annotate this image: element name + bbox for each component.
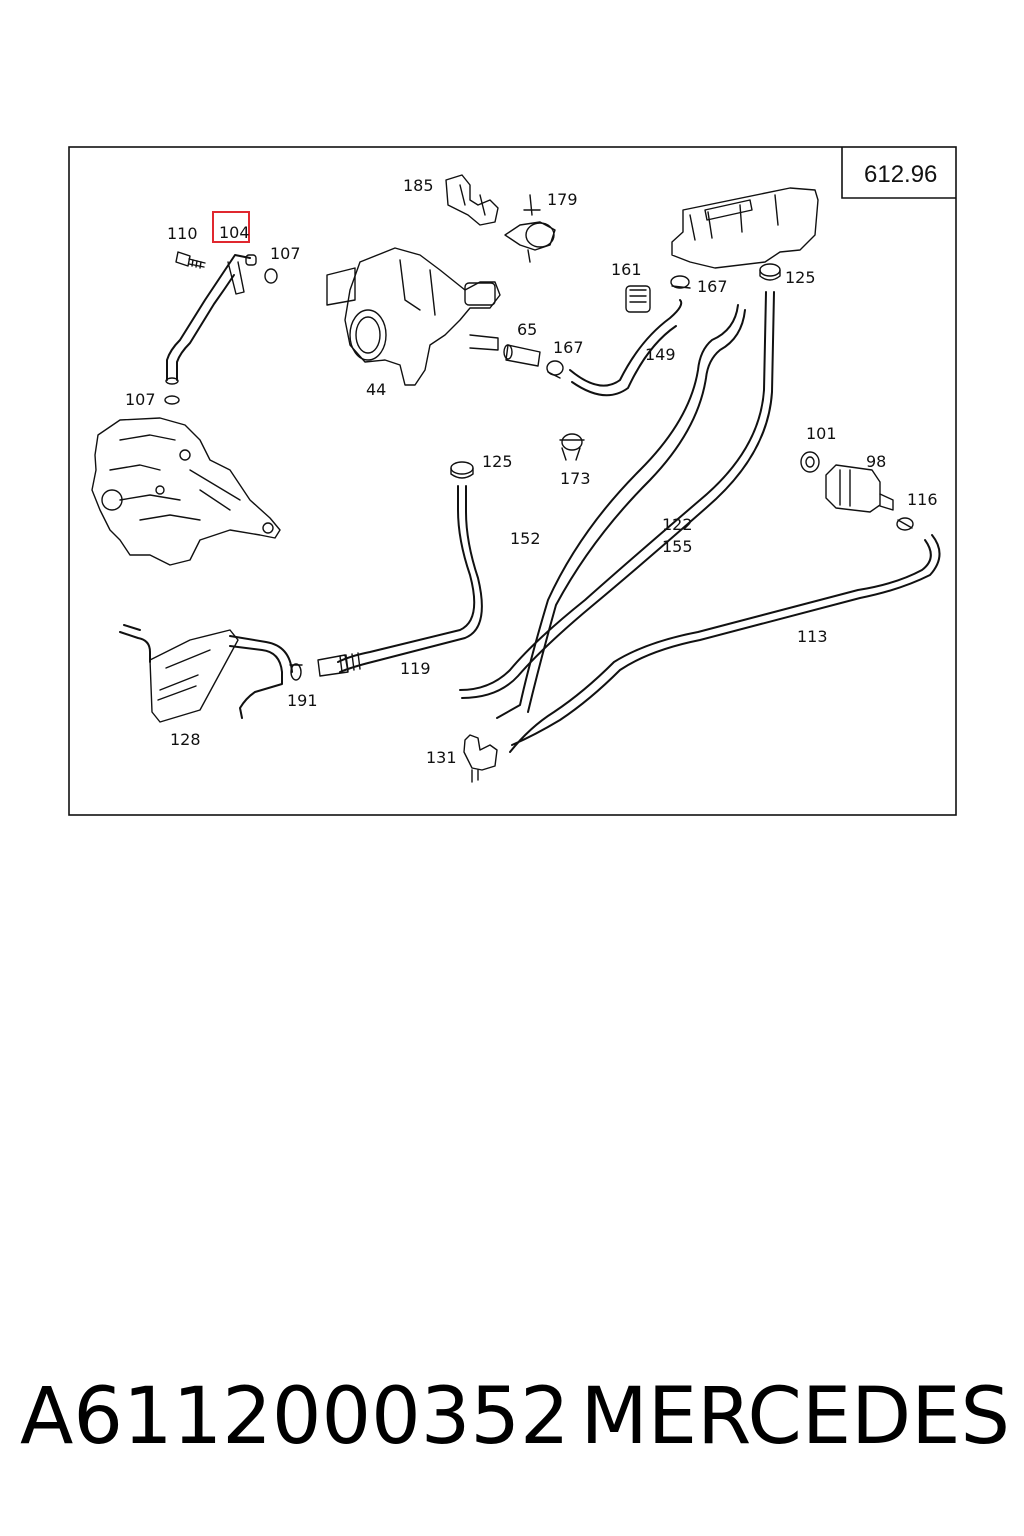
callout-107-bottom: 107 (125, 390, 156, 409)
callout-101: 101 (806, 424, 837, 443)
part-185-clip[interactable] (445, 174, 499, 226)
part-number: A6112000352 (20, 1372, 570, 1462)
part-65-connector[interactable] (503, 344, 541, 367)
callout-152: 152 (510, 529, 541, 548)
reference-number: 612.96 (864, 161, 937, 188)
callout-65: 65 (517, 320, 537, 339)
callout-167-right: 167 (697, 277, 728, 296)
callout-185: 185 (403, 176, 434, 195)
callout-149: 149 (645, 345, 676, 364)
part-122-155-hose[interactable] (496, 304, 746, 719)
highlight-box (212, 211, 250, 243)
radiator-tank (671, 187, 819, 269)
part-149-hose[interactable] (569, 299, 683, 397)
part-110-bolt[interactable] (175, 251, 206, 269)
part-107-washer-bottom[interactable] (164, 395, 180, 405)
part-173-clip[interactable] (559, 433, 585, 461)
part-179-valve[interactable] (504, 194, 556, 263)
callout-110: 110 (167, 224, 198, 243)
part-167-clamp-left[interactable] (546, 360, 564, 379)
callout-173: 173 (560, 469, 591, 488)
callout-113: 113 (797, 627, 828, 646)
caption: A6112000352 MERCEDES (20, 1372, 1010, 1472)
part-167-clamp-right[interactable] (670, 275, 691, 289)
brand-name: MERCEDES (580, 1372, 1011, 1462)
callout-161: 161 (611, 260, 642, 279)
callout-116: 116 (907, 490, 938, 509)
callout-98: 98 (866, 452, 886, 471)
part-128-cooler[interactable] (119, 624, 293, 723)
part-116-clamp[interactable] (896, 517, 914, 531)
parts-diagram: 612.96 (68, 146, 957, 816)
callout-179: 179 (547, 190, 578, 209)
part-44-housing[interactable] (326, 247, 501, 386)
engine-block (91, 417, 281, 566)
callout-155: 155 (662, 537, 693, 556)
part-119-hose[interactable] (317, 485, 483, 677)
callout-125-top: 125 (785, 268, 816, 287)
callout-131: 131 (426, 748, 457, 767)
reference-box (841, 147, 956, 199)
callout-167-left: 167 (553, 338, 584, 357)
part-107-washer-top[interactable] (264, 268, 278, 284)
callout-191: 191 (287, 691, 318, 710)
part-131-clip[interactable] (463, 734, 498, 783)
callout-44: 44 (366, 380, 386, 399)
callout-107-top: 107 (270, 244, 301, 263)
part-152-hose[interactable] (459, 291, 775, 699)
part-104-pipe[interactable] (165, 254, 257, 385)
callout-125-mid: 125 (482, 452, 513, 471)
part-98-valve[interactable] (825, 464, 894, 513)
part-125-clamp-top[interactable] (759, 263, 781, 281)
callout-119: 119 (400, 659, 431, 678)
callout-128: 128 (170, 730, 201, 749)
callout-104: 104 (219, 223, 250, 242)
part-125-clamp-mid[interactable] (450, 461, 474, 479)
diagram-frame (68, 146, 957, 816)
part-113-hose[interactable] (509, 534, 941, 753)
callout-122: 122 (662, 515, 693, 534)
part-161-sleeve[interactable] (625, 285, 651, 313)
part-101-ring[interactable] (800, 451, 820, 473)
